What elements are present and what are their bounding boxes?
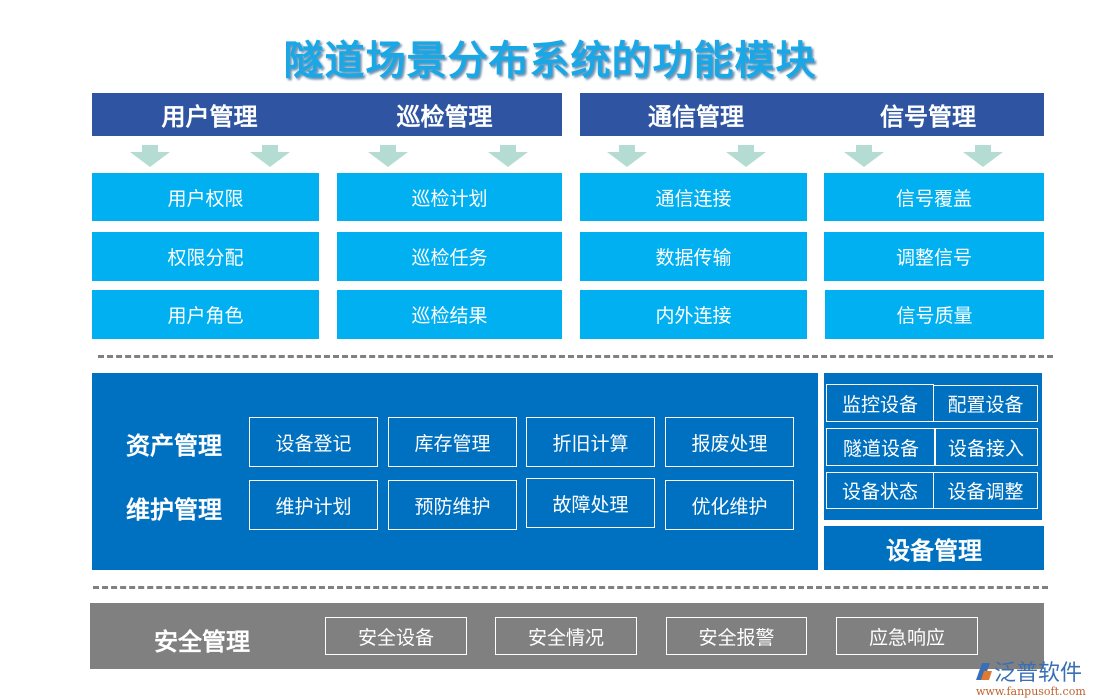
module-configure-device: 配置设备 [933, 385, 1038, 422]
module-communication-connection: 通信连接 [580, 173, 807, 221]
module-fault-handling: 故障处理 [526, 478, 655, 528]
module-security-device: 安全设备 [325, 617, 467, 655]
arrow-down-icon [844, 145, 884, 167]
label-maintenance-management: 维护管理 [126, 495, 222, 524]
module-optimized-maintenance: 优化维护 [665, 480, 794, 530]
asset-maintenance-panel [92, 373, 818, 570]
module-inspection-result: 巡检结果 [337, 290, 562, 339]
header-bar-left: 用户管理 巡检管理 [92, 93, 562, 136]
module-emergency-response: 应急响应 [836, 617, 978, 655]
module-depreciation-calculation: 折旧计算 [526, 417, 655, 467]
module-inspection-plan: 巡检计划 [337, 173, 562, 221]
module-scrap-processing: 报废处理 [665, 417, 794, 467]
watermark-logo: 泛普软件 www.fanpusoft.com [972, 655, 1097, 698]
module-security-alarm: 安全报警 [666, 617, 807, 655]
module-preventive-maintenance: 预防维护 [388, 480, 517, 530]
module-inspection-task: 巡检任务 [337, 232, 562, 281]
arrow-down-icon [963, 145, 1003, 167]
arrow-down-icon [488, 145, 528, 167]
module-security-status: 安全情况 [495, 617, 637, 655]
module-device-registration: 设备登记 [249, 417, 378, 467]
module-maintenance-plan: 维护计划 [249, 480, 378, 530]
module-signal-quality: 信号质量 [825, 290, 1044, 339]
module-user-roles: 用户角色 [92, 290, 319, 339]
module-tunnel-device: 隧道设备 [826, 428, 936, 466]
page-title: 隧道场景分布系统的功能模块 [283, 38, 817, 84]
module-signal-adjustment: 调整信号 [824, 232, 1044, 281]
module-inventory-management: 库存管理 [388, 417, 517, 467]
arrow-down-icon [368, 145, 408, 167]
section-divider [93, 586, 1048, 589]
module-data-transmission: 数据传输 [580, 232, 807, 281]
device-management-label-bar: 设备管理 [824, 526, 1044, 570]
label-asset-management: 资产管理 [126, 431, 222, 460]
module-internal-external-connection: 内外连接 [580, 290, 807, 339]
header-user-management: 用户管理 [161, 102, 258, 131]
module-monitoring-device: 监控设备 [826, 384, 934, 422]
arrow-down-icon [250, 145, 290, 167]
arrow-down-icon [726, 145, 766, 167]
header-bar-right: 通信管理 信号管理 [580, 93, 1044, 136]
brand-logo-icon [976, 663, 992, 680]
brand-url: www.fanpusoft.com [976, 685, 1086, 698]
brand-name: 泛普软件 [994, 661, 1083, 686]
module-user-permissions: 用户权限 [92, 173, 319, 221]
header-inspection-management: 巡检管理 [396, 102, 493, 131]
label-device-management: 设备管理 [886, 535, 982, 565]
arrow-down-icon [130, 145, 170, 167]
module-signal-coverage: 信号覆盖 [824, 173, 1044, 221]
section-divider [98, 355, 1053, 358]
module-device-adjustment: 设备调整 [933, 472, 1038, 509]
header-communication-management: 通信管理 [648, 102, 744, 131]
module-permission-assignment: 权限分配 [92, 232, 319, 281]
module-device-access: 设备接入 [934, 428, 1038, 466]
header-signal-management: 信号管理 [880, 102, 976, 131]
module-device-status: 设备状态 [826, 472, 934, 509]
arrow-down-icon [607, 145, 647, 167]
security-management-panel [90, 603, 1044, 669]
label-security-management: 安全管理 [154, 627, 250, 656]
